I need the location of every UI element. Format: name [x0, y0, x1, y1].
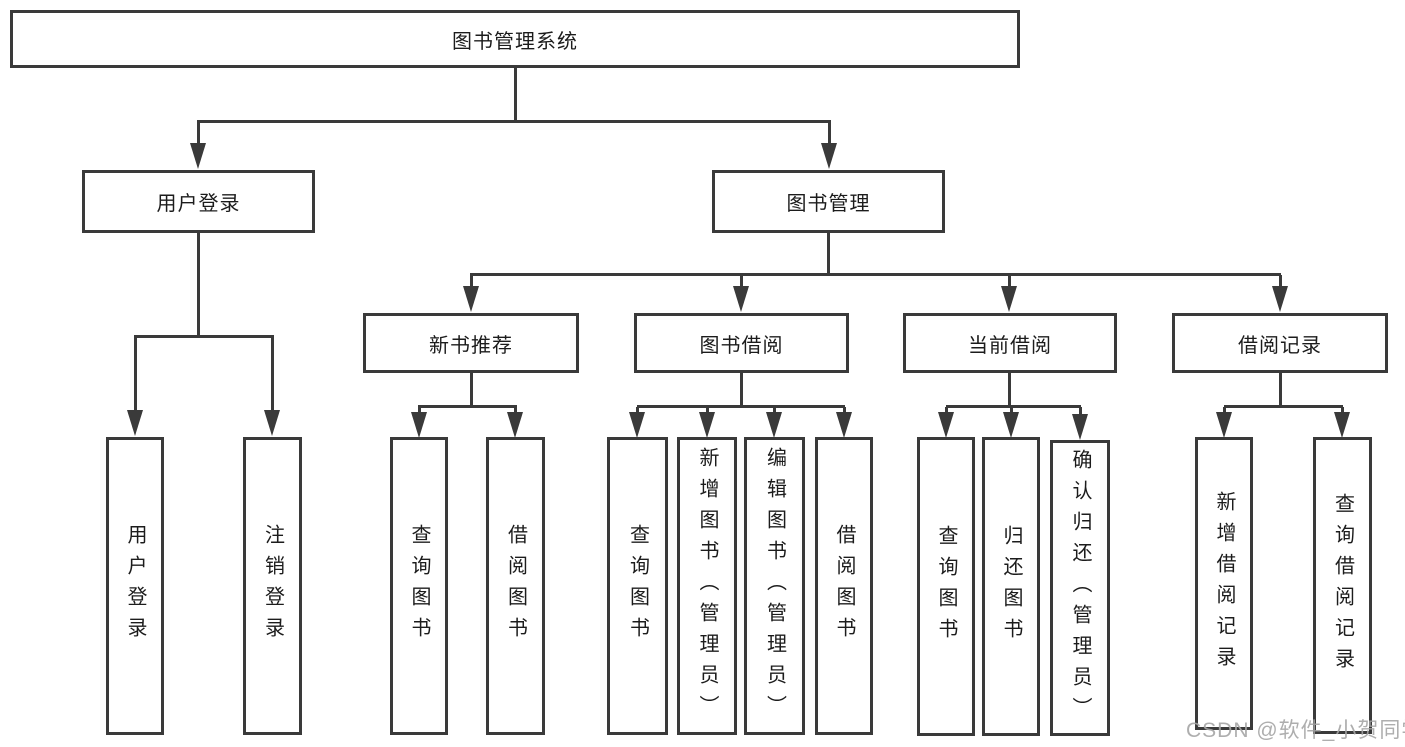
node-label: 用户登录 — [156, 193, 241, 215]
arrow-down-icon — [1072, 407, 1088, 440]
connector-borrow-bar — [637, 405, 845, 408]
leaf-query-books-recommend: 查询图书 — [390, 437, 448, 735]
connector-book-mgmt-down — [827, 233, 830, 275]
node-label: 查询图书 — [935, 524, 957, 649]
connector-recommend-down — [470, 373, 473, 407]
connector-current-down — [1008, 373, 1011, 407]
arrow-down-icon — [1001, 275, 1017, 312]
connector-root-down — [514, 68, 517, 122]
leaf-add-borrow-record: 新增借阅记录 — [1195, 437, 1253, 730]
node-label: 归还图书 — [1000, 524, 1022, 649]
node-label: 查询图书 — [626, 524, 649, 648]
leaf-user-login: 用户登录 — [106, 437, 164, 735]
arrow-down-icon — [1334, 407, 1350, 438]
arrow-down-icon — [629, 407, 645, 438]
leaf-edit-book-admin: 编辑图书（管理员） — [744, 437, 805, 735]
node-current-borrow: 当前借阅 — [903, 313, 1117, 373]
arrow-down-icon — [507, 407, 523, 438]
arrow-down-icon — [411, 407, 427, 438]
node-label: 图书借阅 — [699, 334, 784, 357]
arrow-down-icon — [699, 407, 715, 438]
arrow-down-icon — [190, 122, 206, 169]
node-root-system: 图书管理系统 — [10, 10, 1020, 68]
node-label: 图书管理 — [786, 193, 871, 215]
node-new-book-recommend: 新书推荐 — [363, 313, 579, 373]
watermark-text: CSDN @软件_小贺同学 — [1186, 719, 1405, 742]
arrow-down-icon — [1216, 407, 1232, 438]
leaf-confirm-return-admin: 确认归还（管理员） — [1050, 440, 1110, 736]
arrow-down-icon — [264, 337, 280, 436]
arrow-down-icon — [733, 275, 749, 312]
connector-level2-bar — [197, 120, 831, 123]
arrow-down-icon — [821, 122, 837, 169]
node-book-management: 图书管理 — [712, 170, 945, 233]
node-label: 图书管理系统 — [452, 30, 578, 53]
leaf-borrow-books: 借阅图书 — [815, 437, 873, 735]
node-label: 确认归还（管理员） — [1069, 448, 1091, 728]
leaf-query-books-borrow: 查询图书 — [607, 437, 668, 735]
node-label: 借阅图书 — [833, 524, 855, 648]
connector-user-login-down — [197, 233, 200, 337]
leaf-query-borrow-record: 查询借阅记录 — [1313, 437, 1372, 734]
connector-level3-bar — [470, 273, 1281, 276]
connector-recommend-bar — [418, 405, 517, 408]
node-label: 注销登录 — [261, 524, 284, 648]
leaf-borrow-books-recommend: 借阅图书 — [486, 437, 545, 735]
node-label: 新增借阅记录 — [1213, 490, 1235, 677]
node-label: 借阅图书 — [504, 524, 527, 648]
watermark: CSDN @软件_小贺同学 — [1186, 714, 1405, 744]
arrow-down-icon — [127, 337, 143, 436]
node-label: 查询借阅记录 — [1331, 492, 1354, 679]
leaf-return-books: 归还图书 — [982, 437, 1040, 736]
leaf-add-book-admin: 新增图书（管理员） — [677, 437, 737, 735]
node-label: 查询图书 — [408, 524, 430, 648]
node-borrow-records: 借阅记录 — [1172, 313, 1388, 373]
arrow-down-icon — [1272, 275, 1288, 312]
node-label: 用户登录 — [124, 524, 146, 648]
arrow-down-icon — [1003, 407, 1019, 438]
connector-records-down — [1279, 373, 1282, 407]
node-label: 新增图书（管理员） — [696, 446, 718, 726]
connector-current-bar — [946, 405, 1081, 408]
node-book-borrow: 图书借阅 — [634, 313, 849, 373]
leaf-logout: 注销登录 — [243, 437, 302, 735]
connector-user-login-bar — [134, 335, 274, 338]
arrow-down-icon — [766, 407, 782, 438]
connector-records-bar — [1224, 405, 1343, 408]
node-label: 编辑图书（管理员） — [763, 446, 786, 726]
arrow-down-icon — [836, 407, 852, 438]
node-label: 当前借阅 — [968, 334, 1052, 357]
connector-borrow-down — [740, 373, 743, 407]
arrow-down-icon — [463, 275, 479, 312]
leaf-query-books-current: 查询图书 — [917, 437, 975, 736]
arrow-down-icon — [938, 407, 954, 438]
node-label: 借阅记录 — [1238, 334, 1322, 357]
node-user-login: 用户登录 — [82, 170, 315, 233]
node-label: 新书推荐 — [429, 334, 513, 357]
